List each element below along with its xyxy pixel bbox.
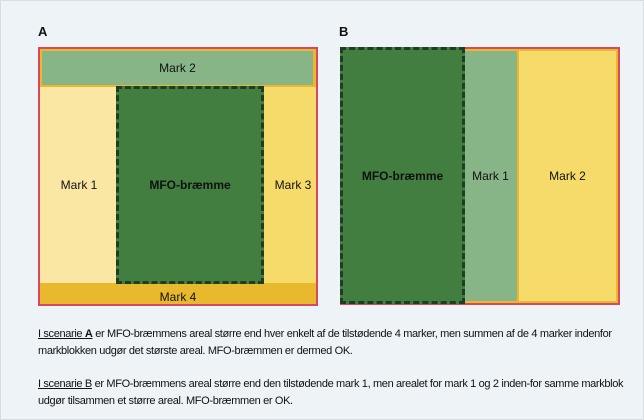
mark-1-b: Mark 1 — [462, 49, 519, 303]
mfo-braemme-a-label: MFO-bræmme — [149, 178, 231, 192]
mark-2-b: Mark 2 — [517, 49, 618, 303]
caption-b-prefix: I scenarie — [38, 378, 85, 390]
caption-b-heading: I scenarie B — [38, 378, 92, 390]
caption-a-letter: A — [84, 328, 93, 340]
mark-4-a: Mark 4 — [40, 283, 316, 304]
caption-a-prefix: I scenarie — [38, 328, 85, 340]
caption-b-text: er MFO-bræmmens areal større end den til… — [38, 378, 624, 407]
mfo-braemme-b-label: MFO-bræmme — [361, 168, 444, 183]
caption-b-letter: B — [84, 378, 92, 390]
mark-2-a: Mark 2 — [40, 49, 315, 87]
mark-4-a-label: Mark 4 — [159, 289, 197, 304]
mark-3-a: Mark 3 — [262, 87, 316, 283]
mfo-braemme-a: MFO-bræmme — [116, 86, 264, 284]
mark-1-a-label: Mark 1 — [60, 178, 98, 192]
caption-scenario-a: I scenarie A er MFO-bræmmens areal størr… — [38, 326, 628, 360]
caption-a-heading: I scenarie A — [38, 328, 93, 340]
mark-3-a-label: Mark 3 — [274, 178, 312, 192]
mfo-braemme-b: MFO-bræmme — [340, 47, 465, 304]
panel-label-a: A — [38, 24, 48, 39]
caption-a-text: er MFO-bræmmens areal større end hver en… — [38, 328, 612, 357]
mark-2-a-label: Mark 2 — [159, 61, 196, 75]
panel-label-b: B — [339, 24, 349, 39]
mark-1-b-label: Mark 1 — [472, 169, 509, 183]
mark-1-a: Mark 1 — [40, 87, 118, 283]
mark-2-b-label: Mark 2 — [549, 169, 586, 183]
caption-scenario-b: I scenarie B er MFO-bræmmens areal størr… — [38, 376, 628, 410]
